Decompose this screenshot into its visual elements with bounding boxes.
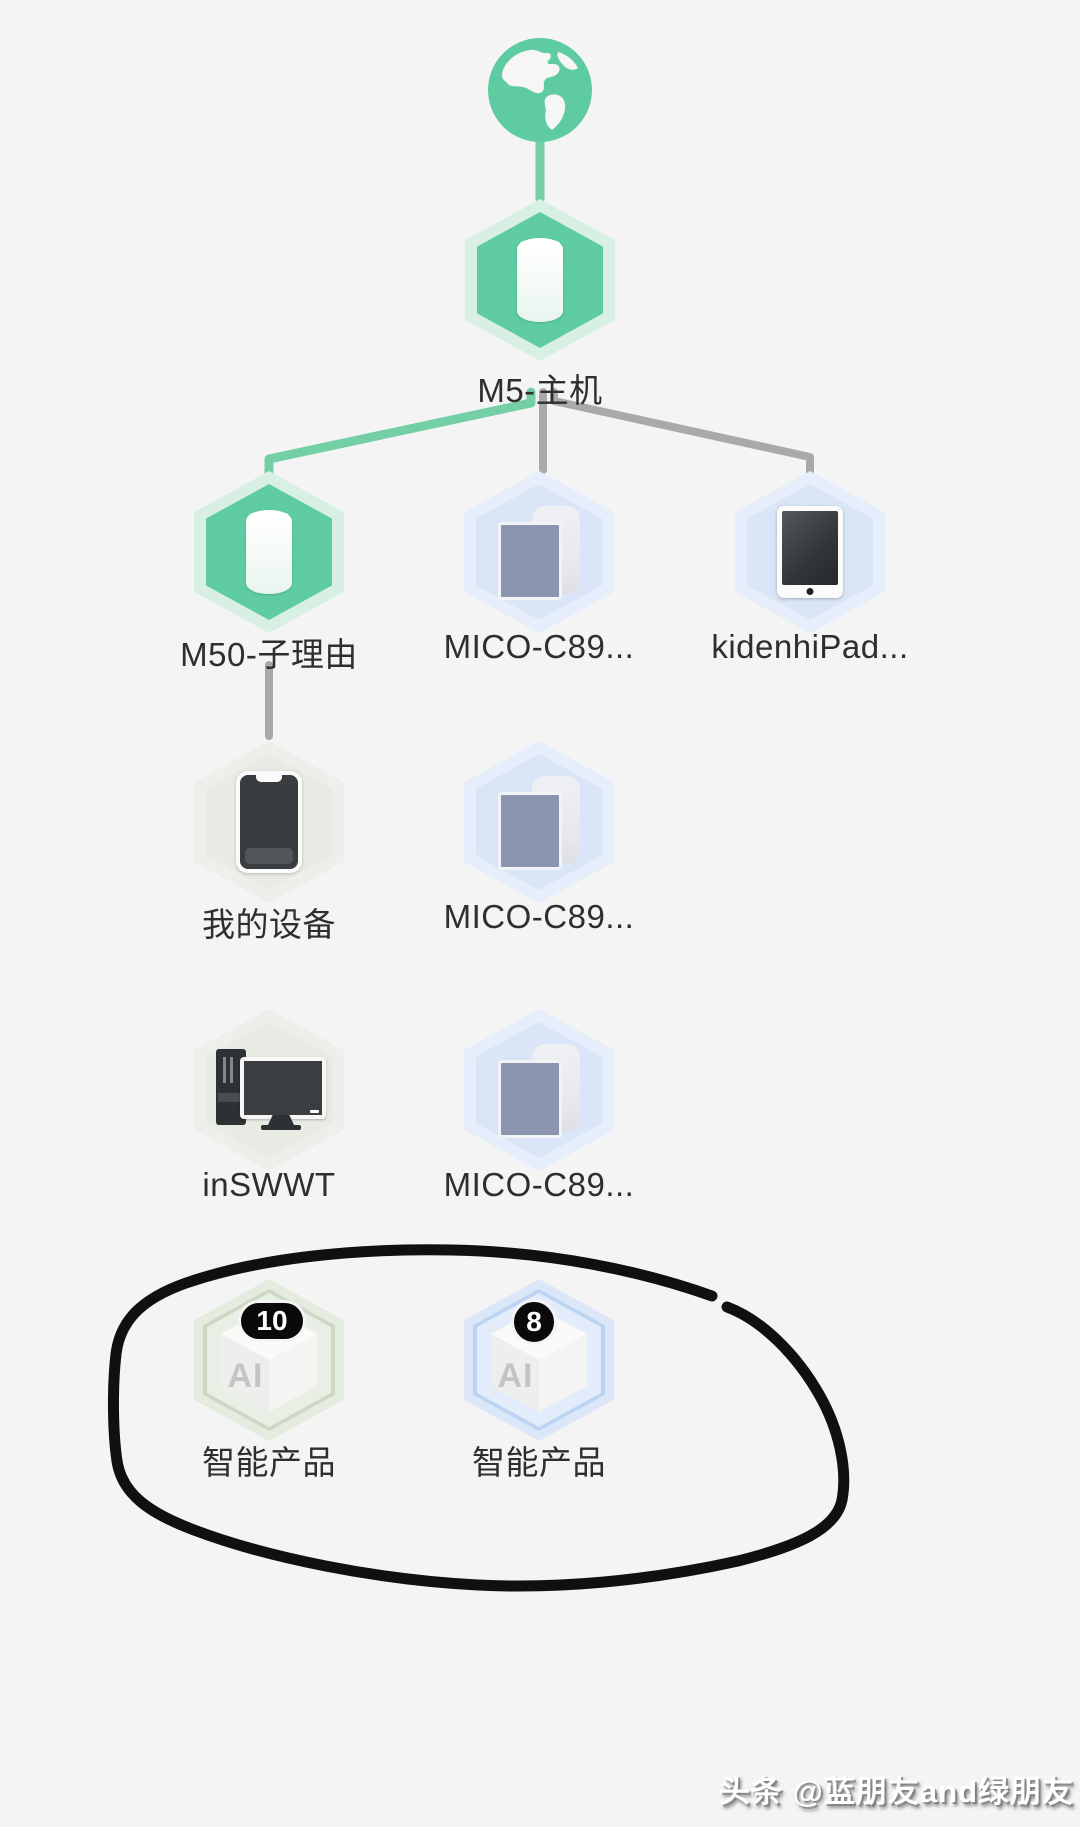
hexagon xyxy=(464,471,614,633)
monitor-base xyxy=(261,1125,301,1130)
speaker-tablet-icon xyxy=(492,1042,586,1138)
hexagon: AI 8 xyxy=(464,1279,614,1441)
node-label: M50-子理由 xyxy=(180,636,358,673)
pc-monitor xyxy=(240,1057,326,1119)
speaker-tablet-icon xyxy=(492,774,586,870)
node-label: 智能产品 xyxy=(202,1444,336,1481)
hexagon: AI 10 xyxy=(194,1279,344,1441)
hexagon xyxy=(465,199,615,361)
node-label: kidenhiPad... xyxy=(711,628,909,665)
device-count-badge: 8 xyxy=(511,1299,557,1345)
router-icon xyxy=(517,238,563,322)
node-label: 我的设备 xyxy=(202,906,336,943)
tablet-shape xyxy=(498,792,562,870)
hexagon xyxy=(194,1009,344,1171)
node-label: M5-主机 xyxy=(477,372,603,409)
watermark: 头条 @蓝朋友and绿朋友 xyxy=(719,1774,1074,1809)
hexagon xyxy=(464,741,614,903)
hexagon xyxy=(194,741,344,903)
node-label: MICO-C89... xyxy=(443,1166,635,1203)
node-label: inSWWT xyxy=(202,1166,336,1203)
speaker-tablet-icon xyxy=(492,504,586,600)
globe-icon xyxy=(488,38,592,142)
router-icon xyxy=(246,510,292,594)
phone-bottom-bar xyxy=(245,848,293,864)
hexagon xyxy=(464,1009,614,1171)
ai-cube-text: AI xyxy=(497,1356,534,1395)
monitor-stand xyxy=(268,1115,294,1125)
device-count-badge: 10 xyxy=(238,1300,306,1342)
ai-cube-text: AI xyxy=(227,1356,264,1395)
node-label: MICO-C89... xyxy=(443,628,635,665)
desktop-icon xyxy=(216,1047,326,1133)
home-button-dot xyxy=(806,588,814,595)
node-label: MICO-C89... xyxy=(443,898,635,935)
tablet-screen xyxy=(782,511,838,585)
tablet-icon xyxy=(777,506,843,598)
phone-notch xyxy=(256,774,282,782)
tablet-shape xyxy=(498,1060,562,1138)
node-label: 智能产品 xyxy=(472,1444,606,1481)
tablet-shape xyxy=(498,522,562,600)
hexagon xyxy=(735,471,885,633)
hexagon xyxy=(194,471,344,633)
phone-icon xyxy=(236,771,302,873)
